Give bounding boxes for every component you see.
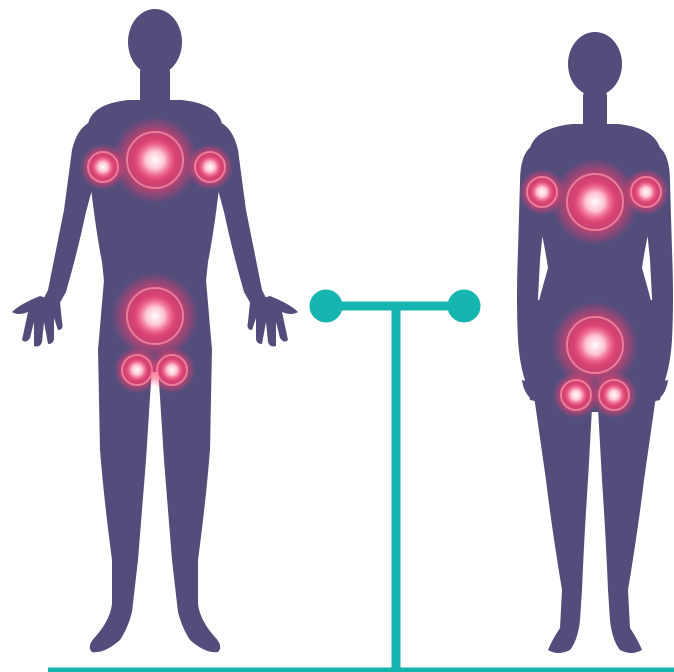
- glow-core-icon: [574, 181, 616, 223]
- male-right-shoulder-marker: [187, 144, 234, 191]
- glow-core-icon: [199, 156, 222, 179]
- male-hip-marker: [112, 273, 199, 360]
- female-left-shoulder-marker: [519, 169, 566, 216]
- glow-core-icon: [161, 359, 184, 382]
- glow-core-icon: [603, 384, 626, 407]
- connector-left-node: [310, 290, 342, 322]
- glow-core-icon: [134, 295, 176, 337]
- glow-core-icon: [92, 156, 115, 179]
- connector-right-node: [448, 290, 480, 322]
- female-right-groin-marker: [591, 372, 638, 419]
- glow-core-icon: [126, 359, 149, 382]
- female-right-shoulder-marker: [623, 169, 670, 216]
- male-left-shoulder-marker: [80, 144, 127, 191]
- glow-core-icon: [565, 384, 588, 407]
- glow-core-icon: [531, 181, 554, 204]
- glow-core-icon: [134, 139, 176, 181]
- male-right-groin-marker: [149, 347, 196, 394]
- glow-core-icon: [635, 181, 658, 204]
- glow-core-icon: [574, 324, 616, 366]
